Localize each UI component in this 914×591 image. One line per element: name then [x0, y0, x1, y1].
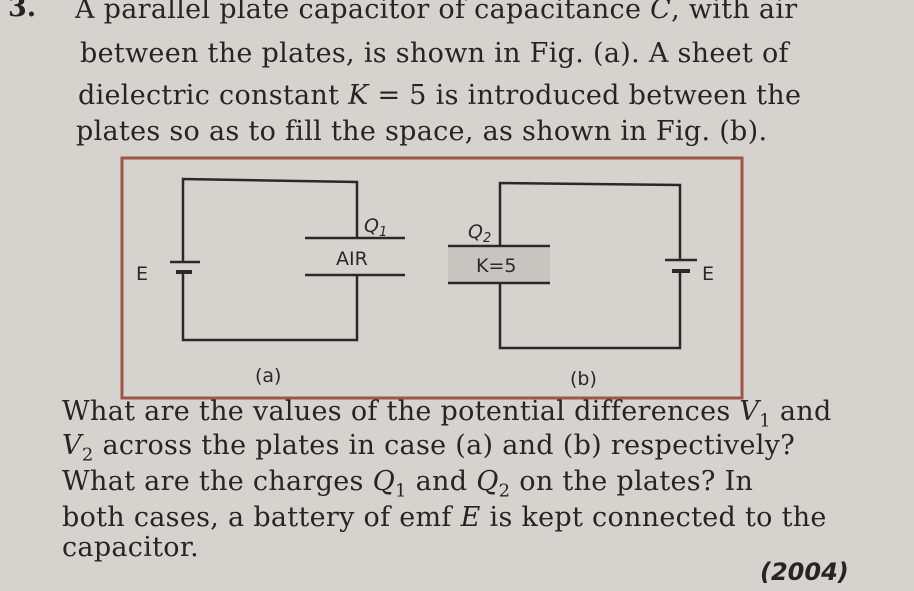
- question-number: 3.: [8, 0, 37, 23]
- intro-line-2: between the plates, is shown in Fig. (a)…: [80, 38, 789, 69]
- intro-line-4: plates so as to fill the space, as shown…: [76, 116, 768, 147]
- battery-label-a: E: [136, 263, 148, 285]
- question-line-3: What are the charges Q1 and Q2 on the pl…: [62, 466, 754, 502]
- circuit-a: [170, 177, 405, 342]
- dielectric-slab: [448, 248, 550, 282]
- year-label: (2004): [760, 558, 849, 586]
- question-line-4: both cases, a battery of emf E is kept c…: [62, 502, 827, 533]
- dielectric-label: K=5: [476, 255, 516, 277]
- question-line-1: What are the values of the potential dif…: [62, 396, 832, 432]
- question-line-5: capacitor.: [62, 532, 199, 563]
- caption-b: (b): [570, 368, 597, 390]
- intro-line-1: A parallel plate capacitor of capacitanc…: [75, 0, 798, 25]
- caption-a: (a): [255, 365, 281, 387]
- air-label: AIR: [336, 248, 368, 270]
- question-line-2: V2 across the plates in case (a) and (b)…: [62, 430, 796, 466]
- charge-label-q1: Q1: [364, 215, 387, 240]
- intro-line-3: dielectric constant K = 5 is introduced …: [78, 80, 802, 111]
- figure-border: [120, 156, 744, 400]
- battery-label-b: E: [702, 263, 714, 285]
- circuit-b: [448, 181, 697, 350]
- charge-label-q2: Q2: [468, 221, 491, 246]
